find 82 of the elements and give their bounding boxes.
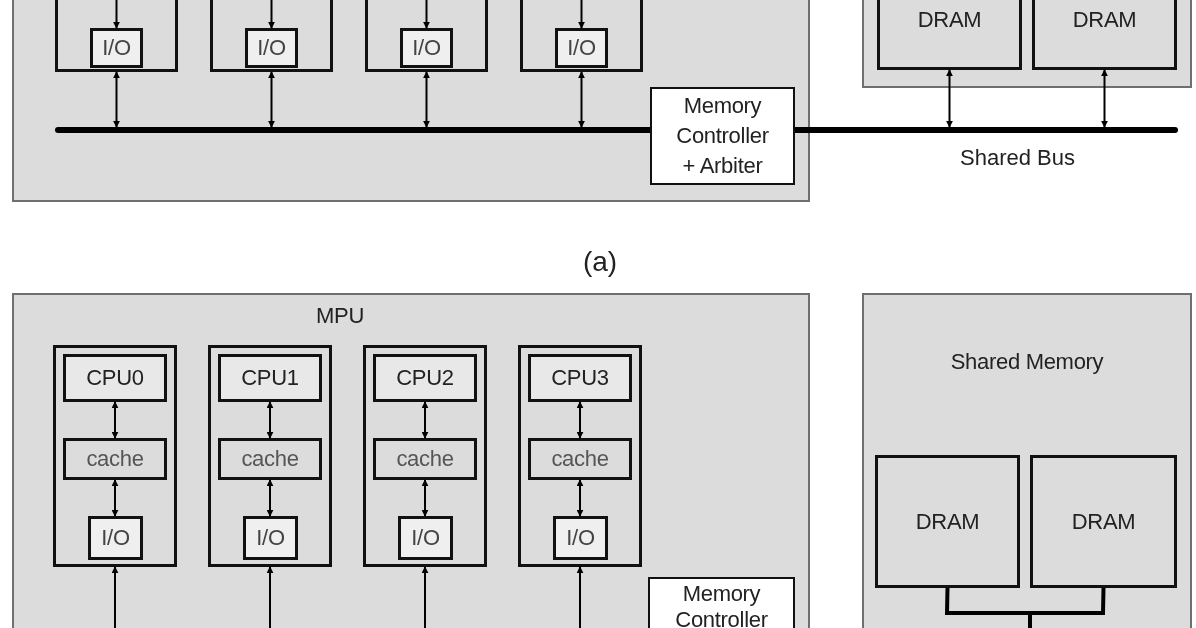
arrow: [268, 0, 275, 29]
arrow: [266, 401, 274, 439]
io-box: [398, 516, 453, 560]
io-box: [90, 28, 143, 68]
cache-label: cache: [396, 446, 454, 472]
io-box: [88, 516, 143, 560]
processor-panel: [12, 293, 810, 628]
arrow: [576, 401, 584, 439]
arrow: [946, 69, 953, 128]
core-box: [208, 345, 332, 567]
panel-title: MPU: [316, 303, 364, 329]
io-box: [555, 28, 608, 68]
cpu-label: CPU0: [86, 365, 144, 391]
processor-panel: [12, 0, 810, 202]
core-box: [518, 345, 642, 567]
io-label: I/O: [566, 525, 595, 551]
connector-line: [1028, 587, 1106, 628]
io-box: [400, 28, 453, 68]
dram-label: DRAM: [1071, 508, 1136, 535]
arrow: [576, 479, 584, 517]
arrow: [113, 71, 120, 128]
io-label: I/O: [412, 35, 441, 61]
dram-box: [1030, 455, 1177, 588]
arrow: [576, 566, 584, 628]
core-box: [53, 345, 177, 567]
arrow: [111, 566, 119, 628]
io-label: I/O: [411, 525, 440, 551]
arrow: [1101, 69, 1108, 128]
arrow: [421, 401, 429, 439]
arrow: [111, 401, 119, 439]
cache-box: [373, 438, 477, 480]
arrow: [113, 0, 120, 29]
dram-label: DRAM: [915, 508, 980, 535]
cache-label: cache: [551, 446, 609, 472]
arrow: [111, 479, 119, 517]
core-box: [365, 0, 488, 72]
memory-panel: [862, 293, 1192, 628]
core-box: [363, 345, 487, 567]
controller-label: Memory Controller + Arbiter: [675, 92, 770, 180]
io-label: I/O: [256, 525, 285, 551]
cache-box: [63, 438, 167, 480]
dram-label: DRAM: [1072, 7, 1137, 33]
controller-box: [648, 577, 795, 628]
cache-label: cache: [241, 446, 299, 472]
arrow: [423, 0, 430, 29]
bus-label: Shared Bus: [959, 145, 1076, 171]
dram-box: [875, 455, 1020, 588]
core-box: [210, 0, 333, 72]
panel-caption: (a): [581, 246, 619, 278]
arrow: [266, 566, 274, 628]
arrow: [578, 71, 585, 128]
io-label: I/O: [101, 525, 130, 551]
arrow: [268, 71, 275, 128]
core-box: [520, 0, 643, 72]
io-box: [245, 28, 298, 68]
cpu-box: [528, 354, 632, 402]
panel-title: Shared Memory: [950, 348, 1104, 376]
io-box: [243, 516, 298, 560]
dram-box: [1032, 0, 1177, 70]
arrow: [421, 479, 429, 517]
io-label: I/O: [567, 35, 596, 61]
cpu-label: CPU1: [241, 365, 299, 391]
controller-box: [650, 87, 795, 185]
arrow: [266, 479, 274, 517]
cpu-label: CPU2: [396, 365, 454, 391]
cpu-box: [373, 354, 477, 402]
arrow: [423, 71, 430, 128]
core-box: [55, 0, 178, 72]
cpu-box: [63, 354, 167, 402]
controller-label: Memory Controller: [674, 581, 769, 628]
cpu-box: [218, 354, 322, 402]
arrow: [578, 0, 585, 29]
dram-box: [877, 0, 1022, 70]
io-label: I/O: [102, 35, 131, 61]
cache-box: [218, 438, 322, 480]
cache-box: [528, 438, 632, 480]
cache-label: cache: [86, 446, 144, 472]
arrow: [421, 566, 429, 628]
io-box: [553, 516, 608, 560]
cpu-label: CPU3: [551, 365, 609, 391]
io-label: I/O: [257, 35, 286, 61]
dram-label: DRAM: [917, 7, 982, 33]
